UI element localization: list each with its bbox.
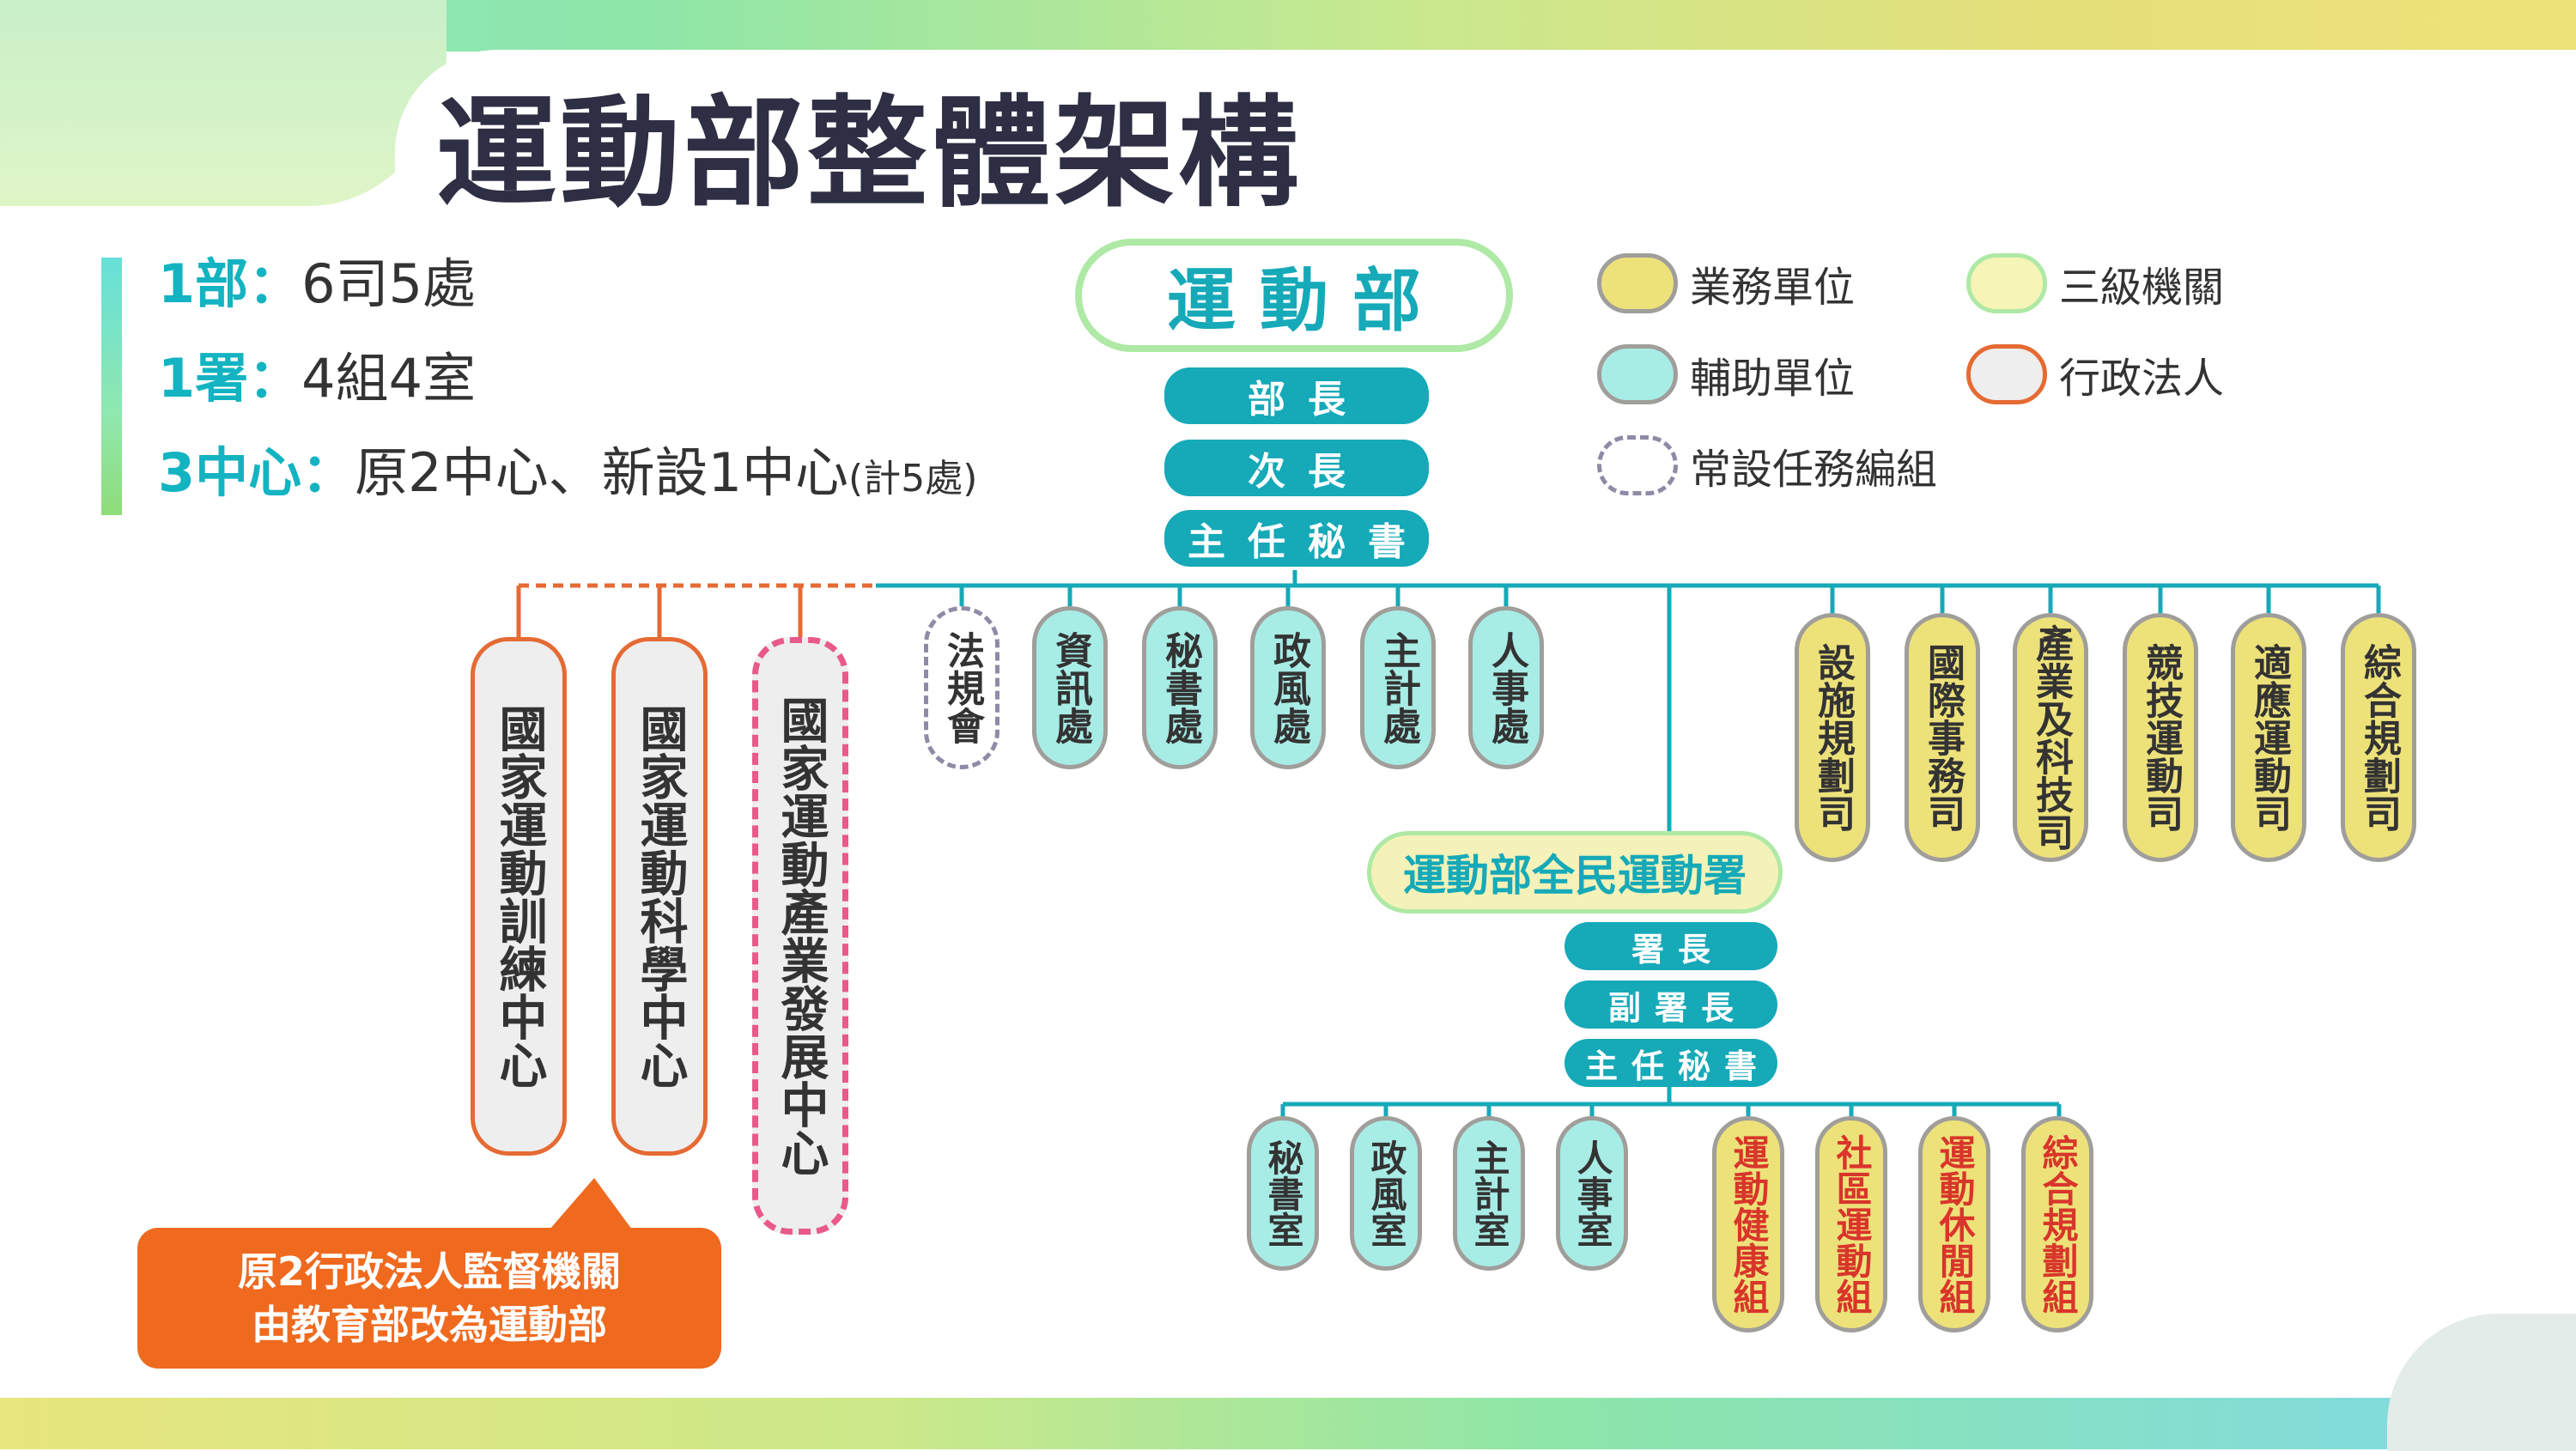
aux-unit-box-label: 政風處 — [1267, 631, 1310, 744]
aux-unit-box-label: 主計處 — [1376, 631, 1420, 744]
administration-group-box-label: 社區運動組 — [1831, 1134, 1873, 1314]
department-box: 設施規劃司 — [1795, 613, 1870, 862]
administration-office-box: 人事室 — [1556, 1116, 1628, 1271]
administration-office-box: 主計室 — [1453, 1116, 1525, 1271]
officer-bar: 主任秘書 — [1164, 510, 1429, 567]
officer-label: 署長 — [1631, 930, 1724, 968]
administration-office-box-label: 政風室 — [1365, 1139, 1407, 1248]
aux-unit-box-label: 人事處 — [1485, 631, 1528, 744]
aux-unit-box: 政風處 — [1250, 606, 1326, 769]
callout-line-2: 由教育部改為運動部 — [252, 1302, 607, 1348]
page-title: 運動部整體架構 — [436, 84, 1303, 224]
department-box-label: 綜合規劃司 — [2357, 643, 2401, 832]
ministry-box: 運動部 — [1075, 239, 1513, 352]
aux-unit-box: 資訊處 — [1032, 606, 1108, 769]
summary-note: (計5處) — [848, 457, 978, 501]
administration-group-box-label: 運動健康組 — [1728, 1134, 1770, 1314]
summary-key: 1署： — [158, 347, 302, 410]
department-box-label: 設施規劃司 — [1811, 643, 1855, 832]
center-box: 國家運動科學中心 — [611, 637, 708, 1156]
administration-office-box-label: 人事室 — [1571, 1139, 1613, 1248]
callout-line-1: 原2行政法人監督機關 — [237, 1248, 621, 1295]
legend-label: 常設任務編組 — [1690, 446, 1938, 494]
aux-unit-box-label: 資訊處 — [1048, 631, 1092, 744]
legend-item-task: 常設任務編組 — [1597, 431, 1937, 500]
legend-swatch — [1966, 253, 2047, 313]
administration-group-box: 綜合規劃組 — [2021, 1116, 2093, 1333]
legend-swatch — [1597, 435, 1678, 495]
summary-value: 4組4室 — [301, 347, 477, 410]
bottom-gradient-band — [0, 1398, 2576, 1449]
department-box: 產業及科技司 — [2013, 613, 2088, 862]
aux-unit-box: 人事處 — [1468, 606, 1544, 769]
administration-office-box-label: 秘書室 — [1262, 1139, 1304, 1248]
officer-bar: 主任秘書 — [1564, 1039, 1777, 1087]
officer-bar: 署長 — [1564, 922, 1777, 970]
summary-line: 1署：4組4室 — [158, 352, 476, 405]
summary-accent-bar — [101, 258, 122, 515]
legend-item-gold: 業務單位 — [1597, 249, 1855, 318]
administration-office-box: 政風室 — [1350, 1116, 1422, 1271]
top-left-gradient-shape — [0, 0, 447, 206]
administration-name: 運動部全民運動署 — [1403, 851, 1747, 901]
department-box-label: 競技運動司 — [2139, 643, 2183, 832]
department-box: 適應運動司 — [2231, 613, 2306, 862]
summary-line: 3中心：原2中心、新設1中心(計5處) — [158, 446, 977, 500]
administration-box: 運動部全民運動署 — [1367, 831, 1783, 914]
legend-item-yellow: 三級機關 — [1966, 249, 2224, 318]
aux-unit-box: 秘書處 — [1142, 606, 1218, 769]
center-box: 國家運動產業發展中心 — [752, 637, 848, 1235]
officer-label: 副署長 — [1607, 988, 1747, 1027]
administration-group-box-label: 綜合規劃組 — [2037, 1134, 2079, 1314]
officer-bar: 部長 — [1164, 367, 1429, 424]
legend-item-teal: 輔助單位 — [1597, 340, 1855, 409]
ministry-name: 運動部 — [1167, 261, 1445, 341]
aux-unit-box-label: 秘書處 — [1158, 631, 1202, 744]
officer-label: 主任秘書 — [1584, 1047, 1771, 1085]
legend-label: 輔助單位 — [1690, 355, 1856, 403]
legend-swatch — [1966, 344, 2047, 404]
summary-line: 1部：6司5處 — [158, 258, 476, 311]
legend-label: 業務單位 — [1690, 264, 1856, 312]
department-box: 綜合規劃司 — [2341, 613, 2416, 862]
department-box-label: 適應運動司 — [2247, 643, 2291, 832]
callout-note: 原2行政法人監督機關 由教育部改為運動部 — [137, 1228, 721, 1369]
department-box: 競技運動司 — [2123, 613, 2198, 862]
officer-label: 次長 — [1248, 450, 1368, 494]
legend-item-gray: 行政法人 — [1966, 340, 2224, 409]
administration-group-box: 運動休閒組 — [1918, 1116, 1990, 1333]
department-box-label: 國際事務司 — [1921, 643, 1965, 832]
administration-office-box: 秘書室 — [1247, 1116, 1319, 1271]
officer-label: 主任秘書 — [1188, 520, 1428, 564]
officer-bar: 次長 — [1164, 440, 1429, 496]
summary-key: 3中心： — [158, 441, 355, 504]
summary-value: 6司5處 — [301, 252, 477, 315]
administration-group-box: 運動健康組 — [1712, 1116, 1784, 1333]
officer-bar: 副署長 — [1564, 980, 1777, 1029]
summary-value: 原2中心、新設1中心 — [355, 441, 849, 504]
administration-group-box-label: 運動休閒組 — [1934, 1134, 1976, 1314]
center-box-label: 國家運動訓練中心 — [491, 704, 547, 1089]
department-box: 國際事務司 — [1905, 613, 1980, 862]
administration-group-box: 社區運動組 — [1815, 1116, 1887, 1333]
aux-unit-box-label: 法規會 — [940, 631, 984, 744]
center-box-label: 國家運動科學中心 — [632, 704, 688, 1089]
center-box-label: 國家運動產業發展中心 — [773, 695, 829, 1176]
legend-label: 行政法人 — [2059, 355, 2225, 403]
center-box: 國家運動訓練中心 — [471, 637, 567, 1156]
officer-label: 部長 — [1248, 378, 1368, 422]
legend-label: 三級機關 — [2059, 264, 2225, 312]
legend-swatch — [1597, 253, 1678, 313]
legend-swatch — [1597, 344, 1678, 404]
aux-unit-box: 主計處 — [1360, 606, 1436, 769]
administration-office-box-label: 主計室 — [1468, 1139, 1510, 1248]
aux-unit-box: 法規會 — [924, 606, 999, 769]
summary-key: 1部： — [158, 252, 302, 315]
department-box-label: 產業及科技司 — [2029, 624, 2073, 851]
